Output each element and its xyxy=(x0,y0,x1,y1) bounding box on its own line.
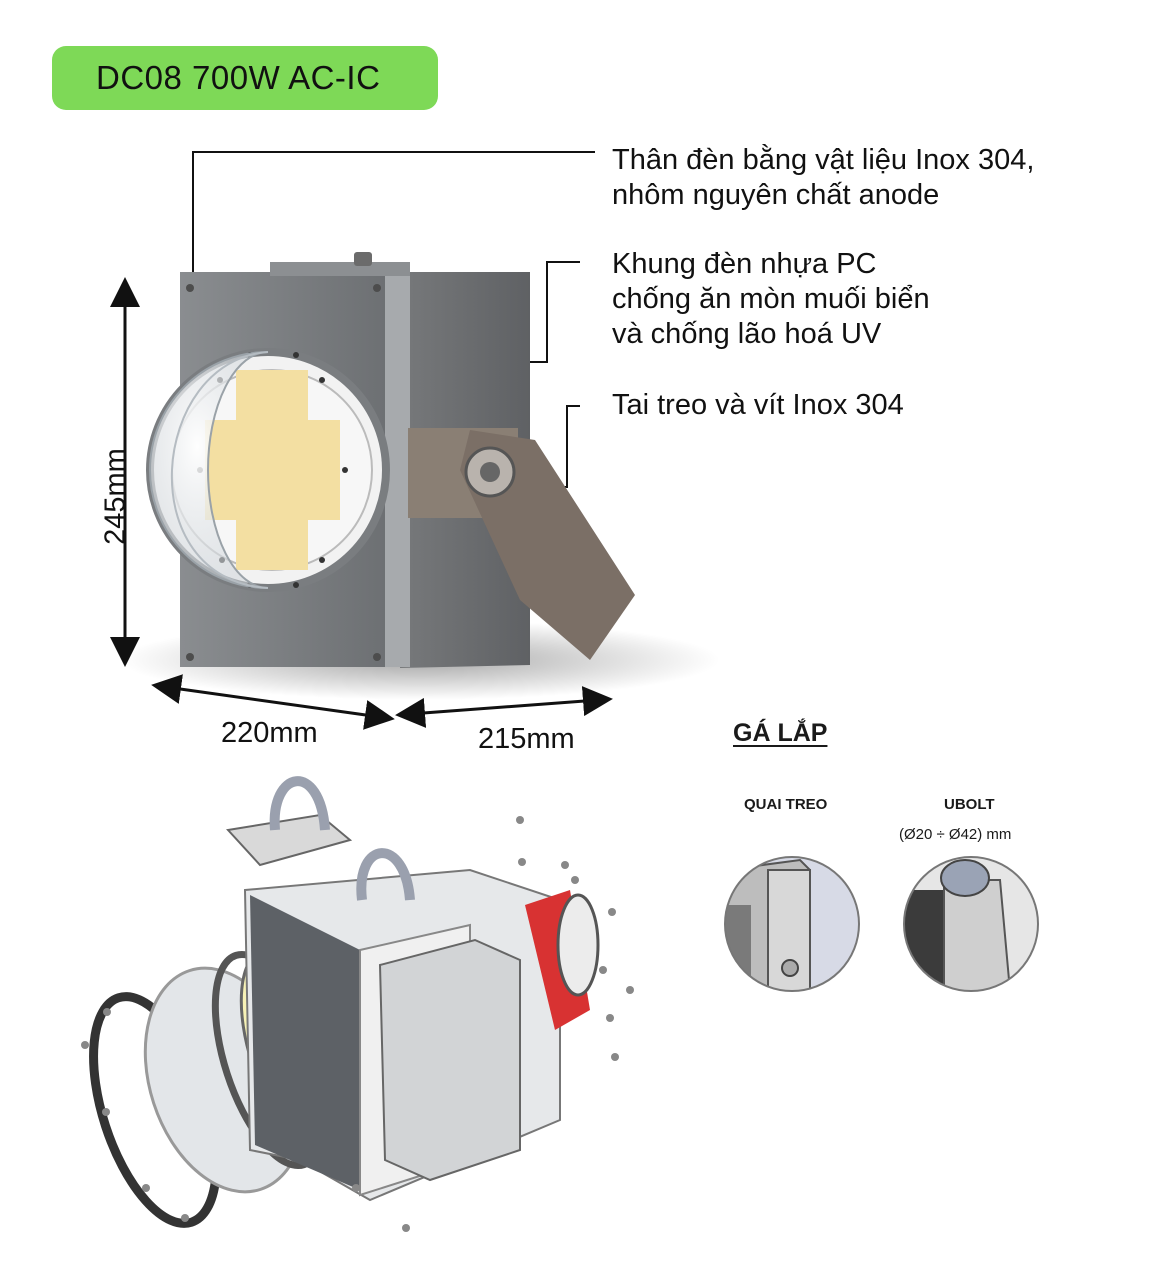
width-dimension-label: 220mm xyxy=(221,717,318,749)
feature-line: Tai treo và vít Inox 304 xyxy=(612,389,904,421)
depth-dimension-label: 215mm xyxy=(478,723,575,755)
lamp-product-image xyxy=(146,252,635,668)
hanger-detail-image xyxy=(724,856,860,992)
product-title: DC08 700W AC-IC xyxy=(96,59,381,96)
dimension-arrows xyxy=(110,277,613,730)
option-ubolt-detail: (Ø20 ÷ Ø42) mm xyxy=(899,826,1012,843)
height-dimension-label: 245mm xyxy=(99,448,132,545)
feature-body-material: Thân đèn bằng vật liệu Inox 304, nhôm ng… xyxy=(612,143,1034,213)
product-badge: DC08 700W AC-IC xyxy=(52,46,438,110)
option-ubolt-label: UBOLT xyxy=(944,796,995,813)
feature-frame-material: Khung đèn nhựa PC chống ăn mòn muối biển… xyxy=(612,247,930,352)
option-hanger-label: QUAI TREO xyxy=(744,796,828,813)
mounting-title: GÁ LẮP xyxy=(733,719,828,747)
exploded-view-image xyxy=(81,776,634,1232)
ubolt-detail-image xyxy=(903,856,1039,992)
feature-bracket-material: Tai treo và vít Inox 304 xyxy=(612,388,904,423)
feature-line: Thân đèn bằng vật liệu Inox 304, xyxy=(612,144,1035,176)
feature-line: nhôm nguyên chất anode xyxy=(612,179,940,211)
feature-line: chống ăn mòn muối biển xyxy=(612,283,930,315)
feature-line: và chống lão hoá UV xyxy=(612,318,882,350)
feature-line: Khung đèn nhựa PC xyxy=(612,248,877,280)
